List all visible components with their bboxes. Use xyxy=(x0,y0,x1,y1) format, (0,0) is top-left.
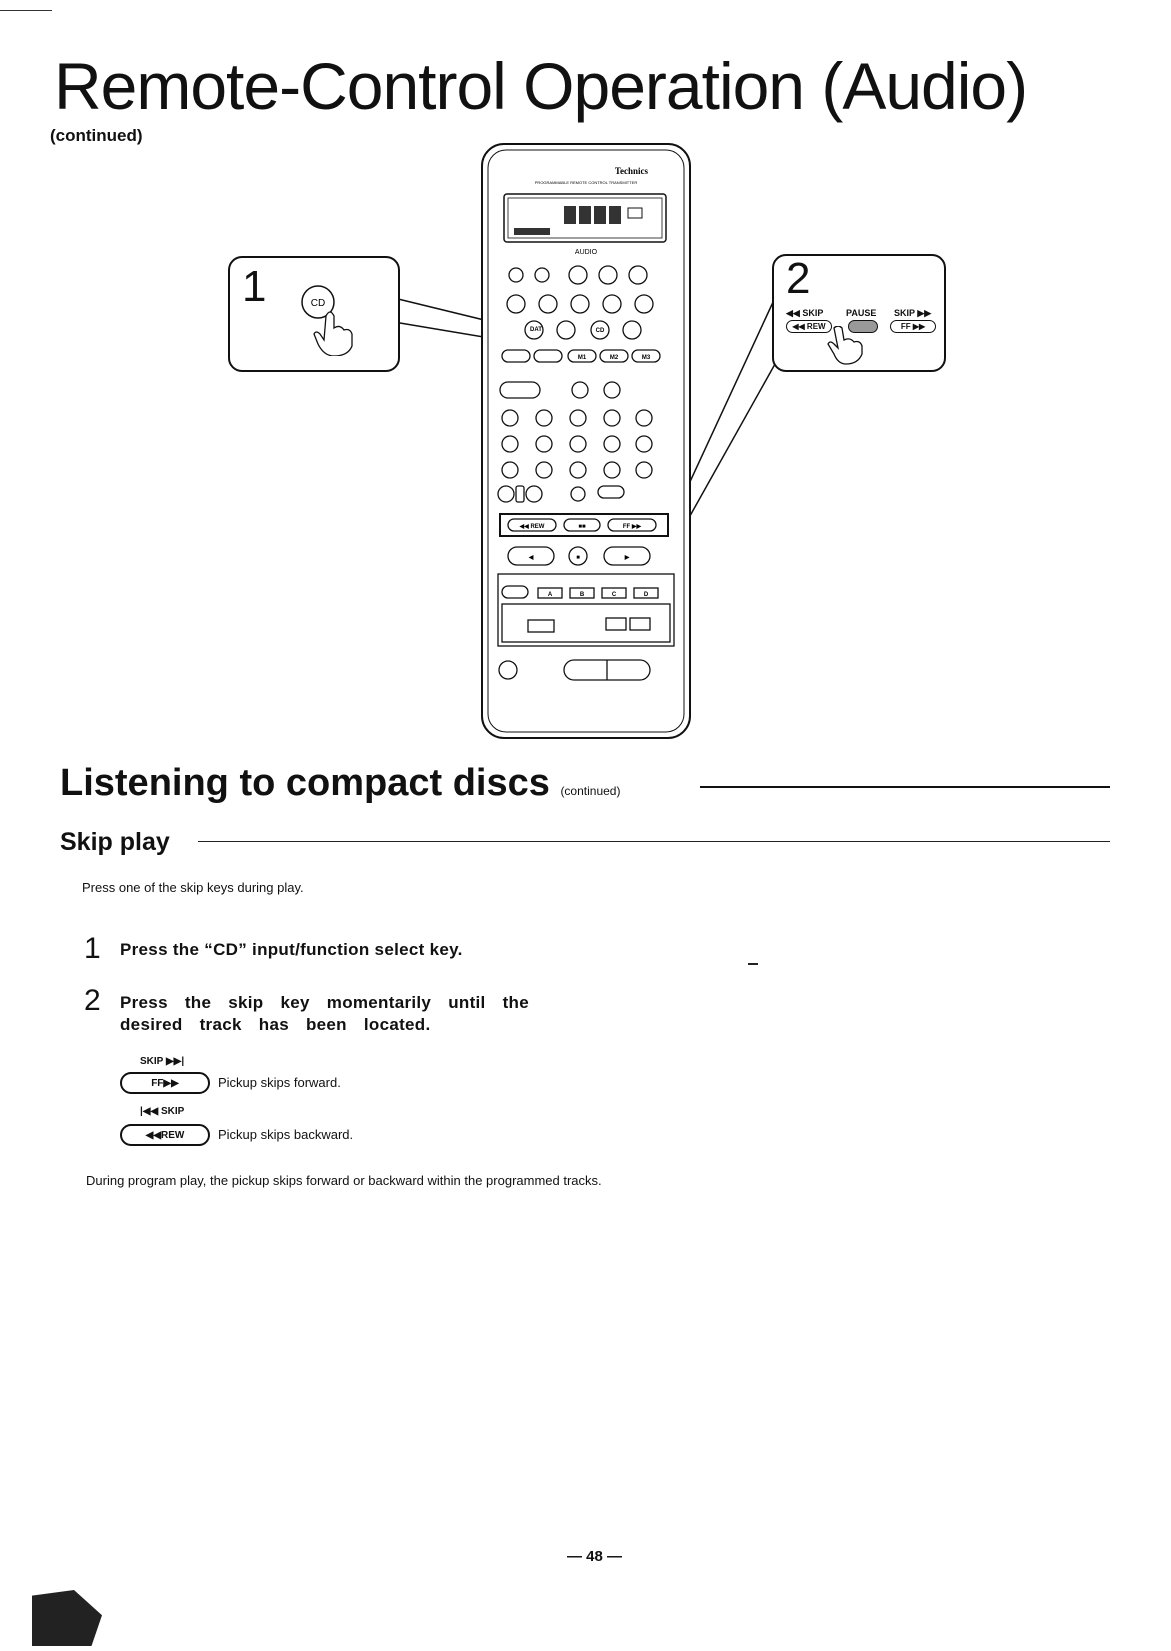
hand-pointer-icon xyxy=(313,311,353,356)
display-digits xyxy=(514,206,643,235)
remote-m1: M1 xyxy=(578,355,587,361)
skip-backward-key-label: ◀◀REW xyxy=(145,1129,185,1141)
remote-control-illustration: Technics PROGRAMMABLE REMOTE CONTROL TRA… xyxy=(481,143,691,739)
cd-key-press-illustration: CD xyxy=(301,285,353,356)
scan-artifact xyxy=(32,1590,102,1646)
step-2-number: 2 xyxy=(84,984,101,1017)
remote-stop: ■ xyxy=(576,555,580,561)
remote-m2: M2 xyxy=(610,355,619,361)
top-rule xyxy=(0,10,52,11)
callout-2-skip-back-label: ◀◀ SKIP xyxy=(786,308,824,318)
callout-2-rew-key: ◀◀ REW xyxy=(786,320,832,333)
section-rule xyxy=(700,786,1110,788)
skip-forward-key: FF▶▶ xyxy=(120,1072,210,1094)
callout-2-rew-label: ◀◀ REW xyxy=(792,322,826,331)
remote-option-d: D xyxy=(644,592,649,598)
remote-pause: ■■ xyxy=(578,524,586,530)
remote-option-b: B xyxy=(580,592,585,598)
remote-m3: M3 xyxy=(642,355,651,361)
subsection-heading: Skip play xyxy=(60,828,170,856)
remote-dat: DAT xyxy=(530,327,542,333)
page-title: Remote-Control Operation (Audio) xyxy=(54,49,1028,123)
section-heading: Listening to compact discs (continued) xyxy=(60,762,620,805)
step-2-text: Press the skip key momentarily until the… xyxy=(120,993,529,1034)
callout-1-number: 1 xyxy=(242,262,267,311)
stray-mark xyxy=(748,963,758,965)
callout-2-number: 2 xyxy=(786,254,811,303)
section-title-suffix: (continued) xyxy=(560,784,621,798)
program-play-note: During program play, the pickup skips fo… xyxy=(86,1173,602,1188)
callout-2-ff-key: FF ▶▶ xyxy=(890,320,936,333)
skip-backward-caption: |◀◀ SKIP xyxy=(140,1106,185,1117)
remote-cd: CD xyxy=(596,328,605,334)
callout-1-key-label: CD xyxy=(311,298,325,309)
callout-step-1: 1 CD xyxy=(228,256,400,372)
subsection-rule xyxy=(198,841,1110,842)
remote-rew: ◀◀ REW xyxy=(519,523,545,530)
callout-2-pause-key xyxy=(848,320,878,333)
skip-forward-caption: SKIP ▶▶| xyxy=(140,1056,185,1067)
section-title: Listening to compact discs xyxy=(60,762,550,804)
page-subtitle: (continued) xyxy=(50,126,143,145)
skip-backward-key: ◀◀REW xyxy=(120,1124,210,1146)
remote-mode-label: AUDIO xyxy=(575,249,598,256)
skip-forward-key-label: FF▶▶ xyxy=(151,1077,179,1089)
intro-text: Press one of the skip keys during play. xyxy=(82,880,304,895)
callout-step-2: 2 ◀◀ SKIP PAUSE SKIP ▶▶ ◀◀ REW FF ▶▶ xyxy=(772,254,946,372)
step-1-number: 1 xyxy=(84,932,101,965)
page-number: — 48 — xyxy=(567,1548,623,1565)
remote-ff: FF ▶▶ xyxy=(623,523,642,530)
skip-forward-description: Pickup skips forward. xyxy=(218,1075,341,1090)
remote-model-text: PROGRAMMABLE REMOTE CONTROL TRANSMITTER xyxy=(535,180,638,185)
hand-pointer-icon xyxy=(827,326,863,365)
callout-2-pause-label: PAUSE xyxy=(846,308,877,318)
remote-option-c: C xyxy=(612,592,617,598)
callout-2-skip-fwd-label: SKIP ▶▶ xyxy=(894,308,932,318)
remote-play-fwd: ▶ xyxy=(624,554,630,561)
step-1-text: Press the “CD” input/function select key… xyxy=(120,940,463,959)
skip-backward-description: Pickup skips backward. xyxy=(218,1127,354,1142)
remote-play-back: ◀ xyxy=(528,554,534,561)
remote-option-a: A xyxy=(548,592,553,598)
remote-brand: Technics xyxy=(615,166,649,176)
callout-2-ff-label: FF ▶▶ xyxy=(900,322,926,331)
